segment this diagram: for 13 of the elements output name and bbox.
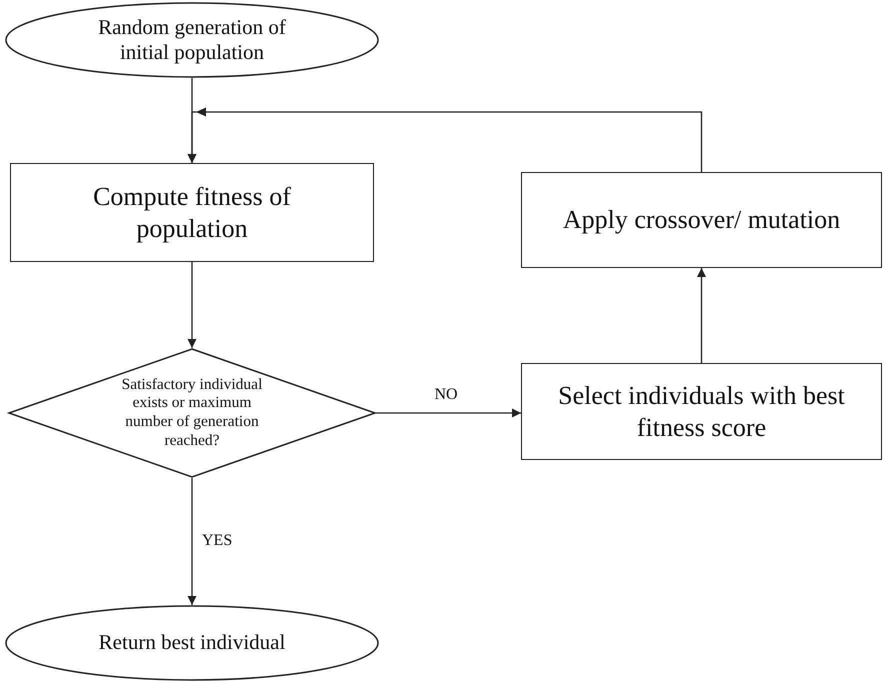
- arrow: [188, 478, 196, 605]
- process-box: Apply crossover/ mutation: [521, 172, 882, 268]
- end-ellipse: Return best individual: [5, 605, 379, 681]
- edge-label: NO: [434, 386, 459, 404]
- arrow: [697, 268, 706, 363]
- start-ellipse: Random generation of initial population: [5, 2, 379, 78]
- process-box: Compute fitness of population: [10, 163, 374, 262]
- edge-label: YES: [201, 532, 234, 550]
- process-box: Select individuals with best fitness score: [521, 363, 882, 460]
- decision-diamond: Satisfactory individual exists or maximum number of generation reached?: [8, 348, 376, 478]
- arrow: [376, 408, 521, 418]
- arrow: [188, 262, 196, 348]
- arrow: [188, 108, 702, 172]
